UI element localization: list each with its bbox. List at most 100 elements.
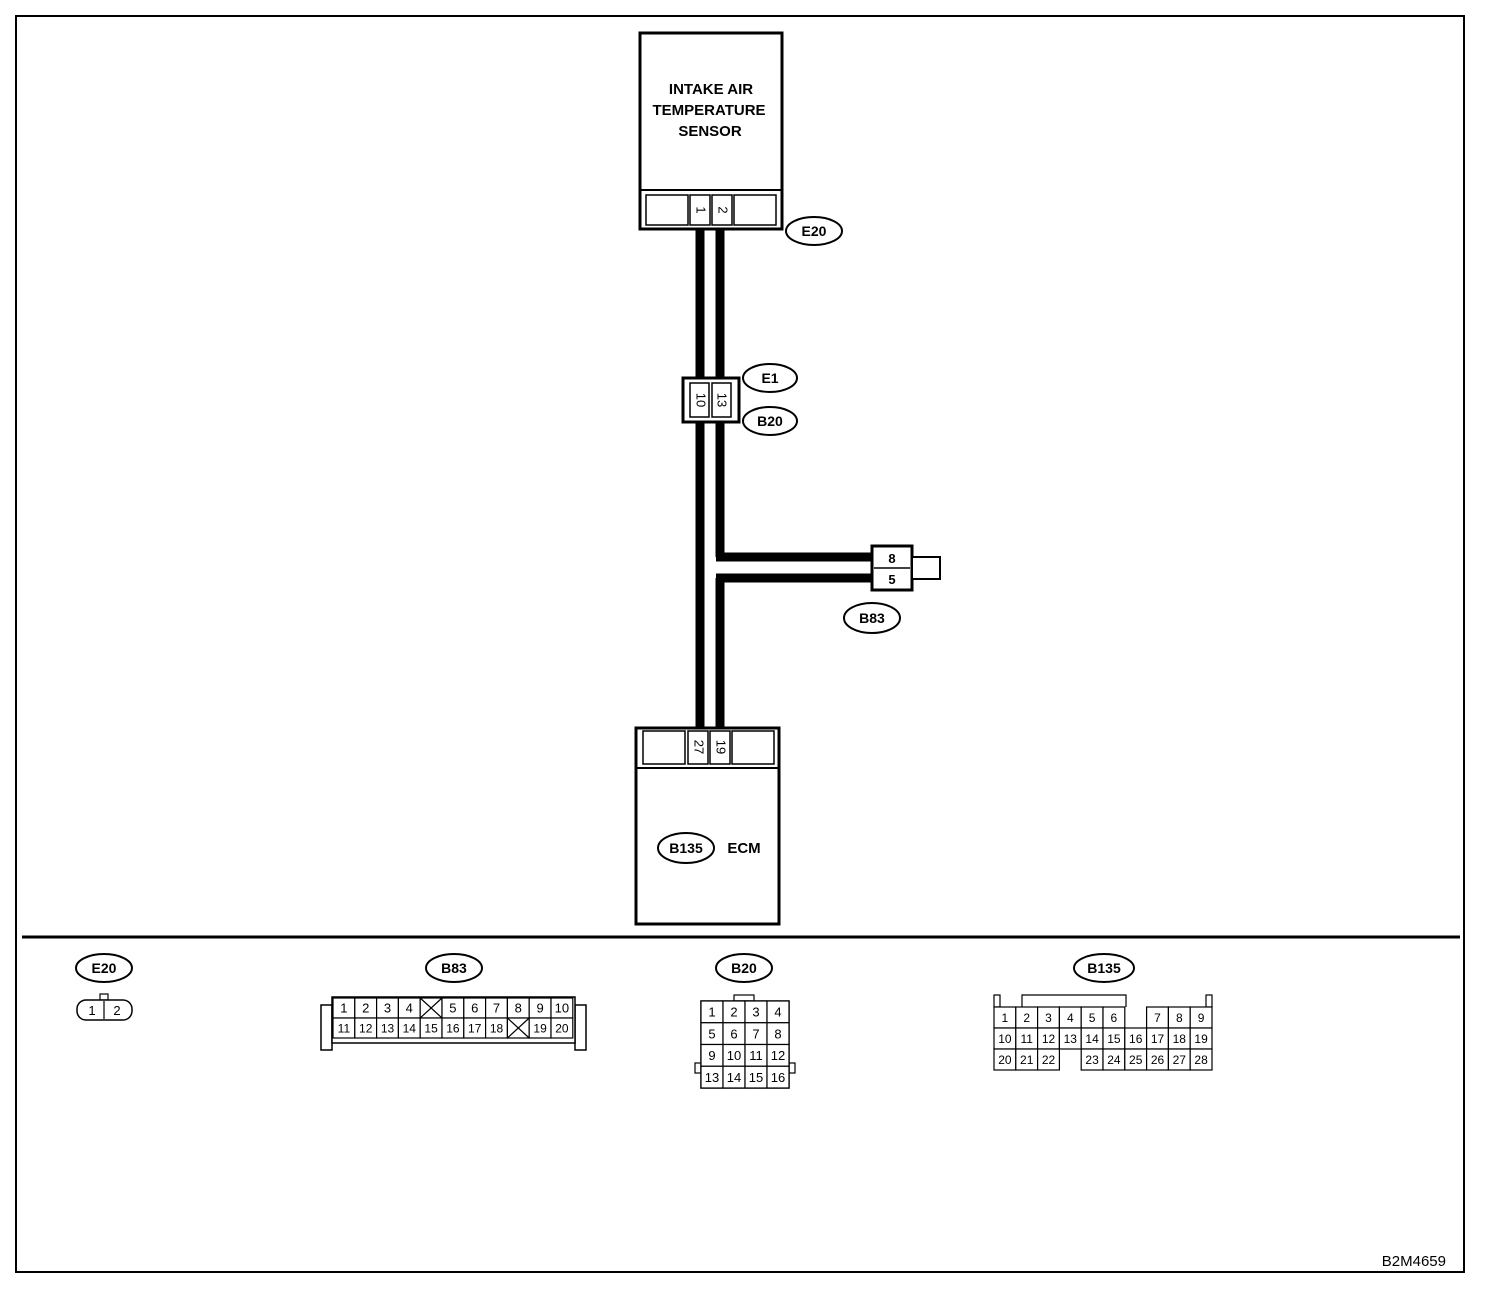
b83-view-pin: 2 (362, 1001, 369, 1016)
sensor-pin-1: 1 (694, 206, 709, 213)
b135-view-pin-cell (1036, 1048, 1060, 1071)
b83-view-pin: 13 (381, 1021, 395, 1035)
b83-view-pin: 9 (536, 1001, 543, 1016)
b135-view-pin: 16 (1129, 1032, 1143, 1046)
b20-view-pin: 3 (752, 1005, 759, 1020)
ecm-pin-19: 19 (714, 740, 729, 754)
b83-view-pin: 4 (406, 1001, 413, 1016)
b83-view-pin: 14 (403, 1021, 417, 1035)
b20-view-pin: 4 (774, 1005, 781, 1020)
e20-tag-label: E20 (802, 223, 827, 239)
b135-view-pin: 18 (1173, 1032, 1187, 1046)
b20-view-pin: 12 (771, 1048, 785, 1063)
b83-view-pin: 17 (468, 1021, 482, 1035)
b83-view-pin: 10 (555, 1001, 569, 1016)
b20-view-pin: 7 (752, 1026, 759, 1041)
b83-view-pin-blocked-mark (506, 1017, 530, 1039)
sensor-title-line-1: INTAKE AIR (669, 81, 753, 98)
b20-view-pin: 14 (727, 1070, 741, 1085)
b83-view-pin: 8 (515, 1001, 522, 1016)
b83-connector-tag: B83 (843, 602, 901, 634)
b83-view-pin-cell (550, 1017, 574, 1039)
b20-view-pin-cell (766, 1065, 790, 1089)
b20-connector-tag: B20 (742, 406, 798, 436)
b135-view-tag: B135 (1087, 960, 1121, 976)
b135-view-pin: 10 (998, 1032, 1012, 1046)
b83-view-pin: 19 (533, 1021, 547, 1035)
b135-view-pin: 19 (1194, 1032, 1208, 1046)
b135-view-pin: 28 (1194, 1053, 1208, 1067)
b20-view-pin: 6 (730, 1026, 737, 1041)
b20-view-pin: 9 (708, 1048, 715, 1063)
b83-pin-8: 8 (888, 551, 895, 566)
b135-view-pin: 17 (1151, 1032, 1165, 1046)
b83-view-pin: 18 (490, 1021, 504, 1035)
b135-view-pin: 7 (1154, 1011, 1161, 1025)
figure-id: B2M4659 (1382, 1253, 1446, 1270)
ecm-label: ECM (727, 840, 760, 857)
b83-pin-5: 5 (888, 572, 895, 587)
b20-view-pin: 5 (708, 1026, 715, 1041)
b83-branch-connector: 8 5 (870, 544, 941, 592)
b20-view-pin: 10 (727, 1048, 741, 1063)
b135-view-pin: 23 (1085, 1053, 1099, 1067)
b83-view-pin: 20 (555, 1021, 569, 1035)
b20-view-pin: 15 (749, 1070, 763, 1085)
sensor-title-line-3: SENSOR (678, 123, 742, 140)
b83-tag-label: B83 (859, 610, 885, 626)
e1-connector-tag: E1 (742, 363, 798, 393)
b135-view-pin: 8 (1176, 1011, 1183, 1025)
b135-view-pin: 22 (1042, 1053, 1056, 1067)
b83-view-pin: 12 (359, 1021, 373, 1035)
outer-frame (15, 15, 1465, 1273)
b83-view-pin: 5 (449, 1001, 456, 1016)
b20-view-pin: 2 (730, 1005, 737, 1020)
b20-view-pin: 13 (705, 1070, 719, 1085)
e1-tag-label: E1 (761, 370, 778, 386)
b20-view-pin: 16 (771, 1070, 785, 1085)
b135-view-pin: 21 (1020, 1053, 1034, 1067)
ecm-pin-27: 27 (692, 740, 707, 754)
b83-view-pin: 16 (446, 1021, 460, 1035)
b135-view-pin-cell (1189, 1048, 1213, 1071)
b135-view-pin: 25 (1129, 1053, 1143, 1067)
b135-view-pin: 4 (1067, 1011, 1074, 1025)
b135-view-pin: 14 (1085, 1032, 1099, 1046)
ecm-module: 27 19 B135 ECM (634, 726, 781, 926)
b135-view-pin: 27 (1173, 1053, 1187, 1067)
b20-view-tag: B20 (731, 960, 757, 976)
e20-connector-tag: E20 (785, 216, 843, 246)
b20-view-pin: 11 (749, 1048, 763, 1063)
b135-view-pin: 12 (1042, 1032, 1056, 1046)
b135-view-pin: 5 (1089, 1011, 1096, 1025)
junction-pin-13: 13 (715, 393, 730, 407)
b135-view-pin: 13 (1064, 1032, 1078, 1046)
b83-view-tag: B83 (441, 960, 467, 976)
b83-view-pin: 11 (338, 1021, 351, 1035)
b83-view-pin: 3 (384, 1001, 391, 1016)
ecm-connector-tag: B135 (669, 840, 703, 856)
sensor-pin-2: 2 (716, 206, 731, 213)
b135-view-pin: 11 (1020, 1032, 1033, 1046)
b20-view-pin: 8 (774, 1026, 781, 1041)
wire-harness (695, 230, 874, 728)
b135-view-pin: 3 (1045, 1011, 1052, 1025)
b135-view-pin: 2 (1023, 1011, 1030, 1025)
sensor-title-line-2: TEMPERATURE (652, 102, 765, 119)
b20-tag-label: B20 (757, 413, 783, 429)
e20-view-tag: E20 (92, 960, 117, 976)
b135-view-pin: 1 (1002, 1011, 1009, 1025)
b135-view-pin: 24 (1107, 1053, 1121, 1067)
b83-view-pin: 6 (471, 1001, 478, 1016)
b83-view-pin: 15 (424, 1021, 438, 1035)
b135-view-pin: 9 (1198, 1011, 1205, 1025)
junction-pin-10: 10 (694, 393, 709, 407)
b135-view-pin: 15 (1107, 1032, 1121, 1046)
b83-view-pin: 7 (493, 1001, 500, 1016)
intake-air-temperature-sensor: INTAKE AIR TEMPERATURE SENSOR 1 2 (638, 31, 784, 231)
